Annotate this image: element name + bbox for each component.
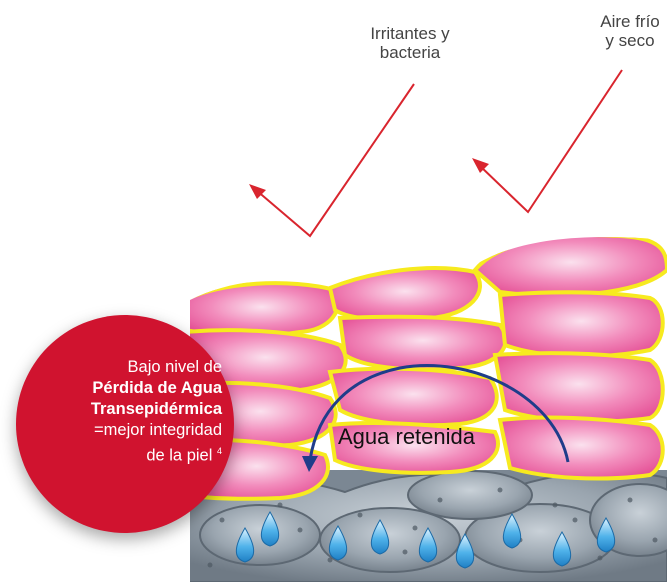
irritants-label: Irritantes y bacteria: [330, 24, 490, 62]
badge-line4: =mejor integridad: [94, 421, 222, 439]
cold-air-label: Aire frío y seco: [575, 12, 667, 50]
tewl-badge: Bajo nivel de Pérdida de Agua Transepidé…: [16, 315, 234, 533]
cold-air-label-line2: y seco: [605, 31, 655, 50]
irritants-label-line1: Irritantes y: [370, 24, 450, 43]
irritants-label-line2: bacteria: [379, 43, 441, 62]
badge-line1: Bajo nivel de: [127, 358, 222, 376]
cold-air-arrow: [472, 69, 623, 214]
cold-air-label-line1: Aire frío: [600, 12, 660, 31]
irritants-arrow: [249, 83, 415, 238]
retained-water-label: Agua retenida: [338, 424, 475, 449]
badge-line3: Transepidérmica: [90, 400, 222, 418]
water-droplets: [235, 511, 616, 569]
tewl-badge-text: Bajo nivel de Pérdida de Agua Transepidé…: [16, 357, 234, 467]
badge-line5-wrap: de la piel 4: [54, 441, 222, 467]
badge-line2: Pérdida de Agua: [92, 379, 222, 397]
retained-water-arrow: [302, 364, 570, 472]
badge-line5: de la piel: [146, 446, 213, 465]
badge-footnote: 4: [216, 446, 222, 456]
